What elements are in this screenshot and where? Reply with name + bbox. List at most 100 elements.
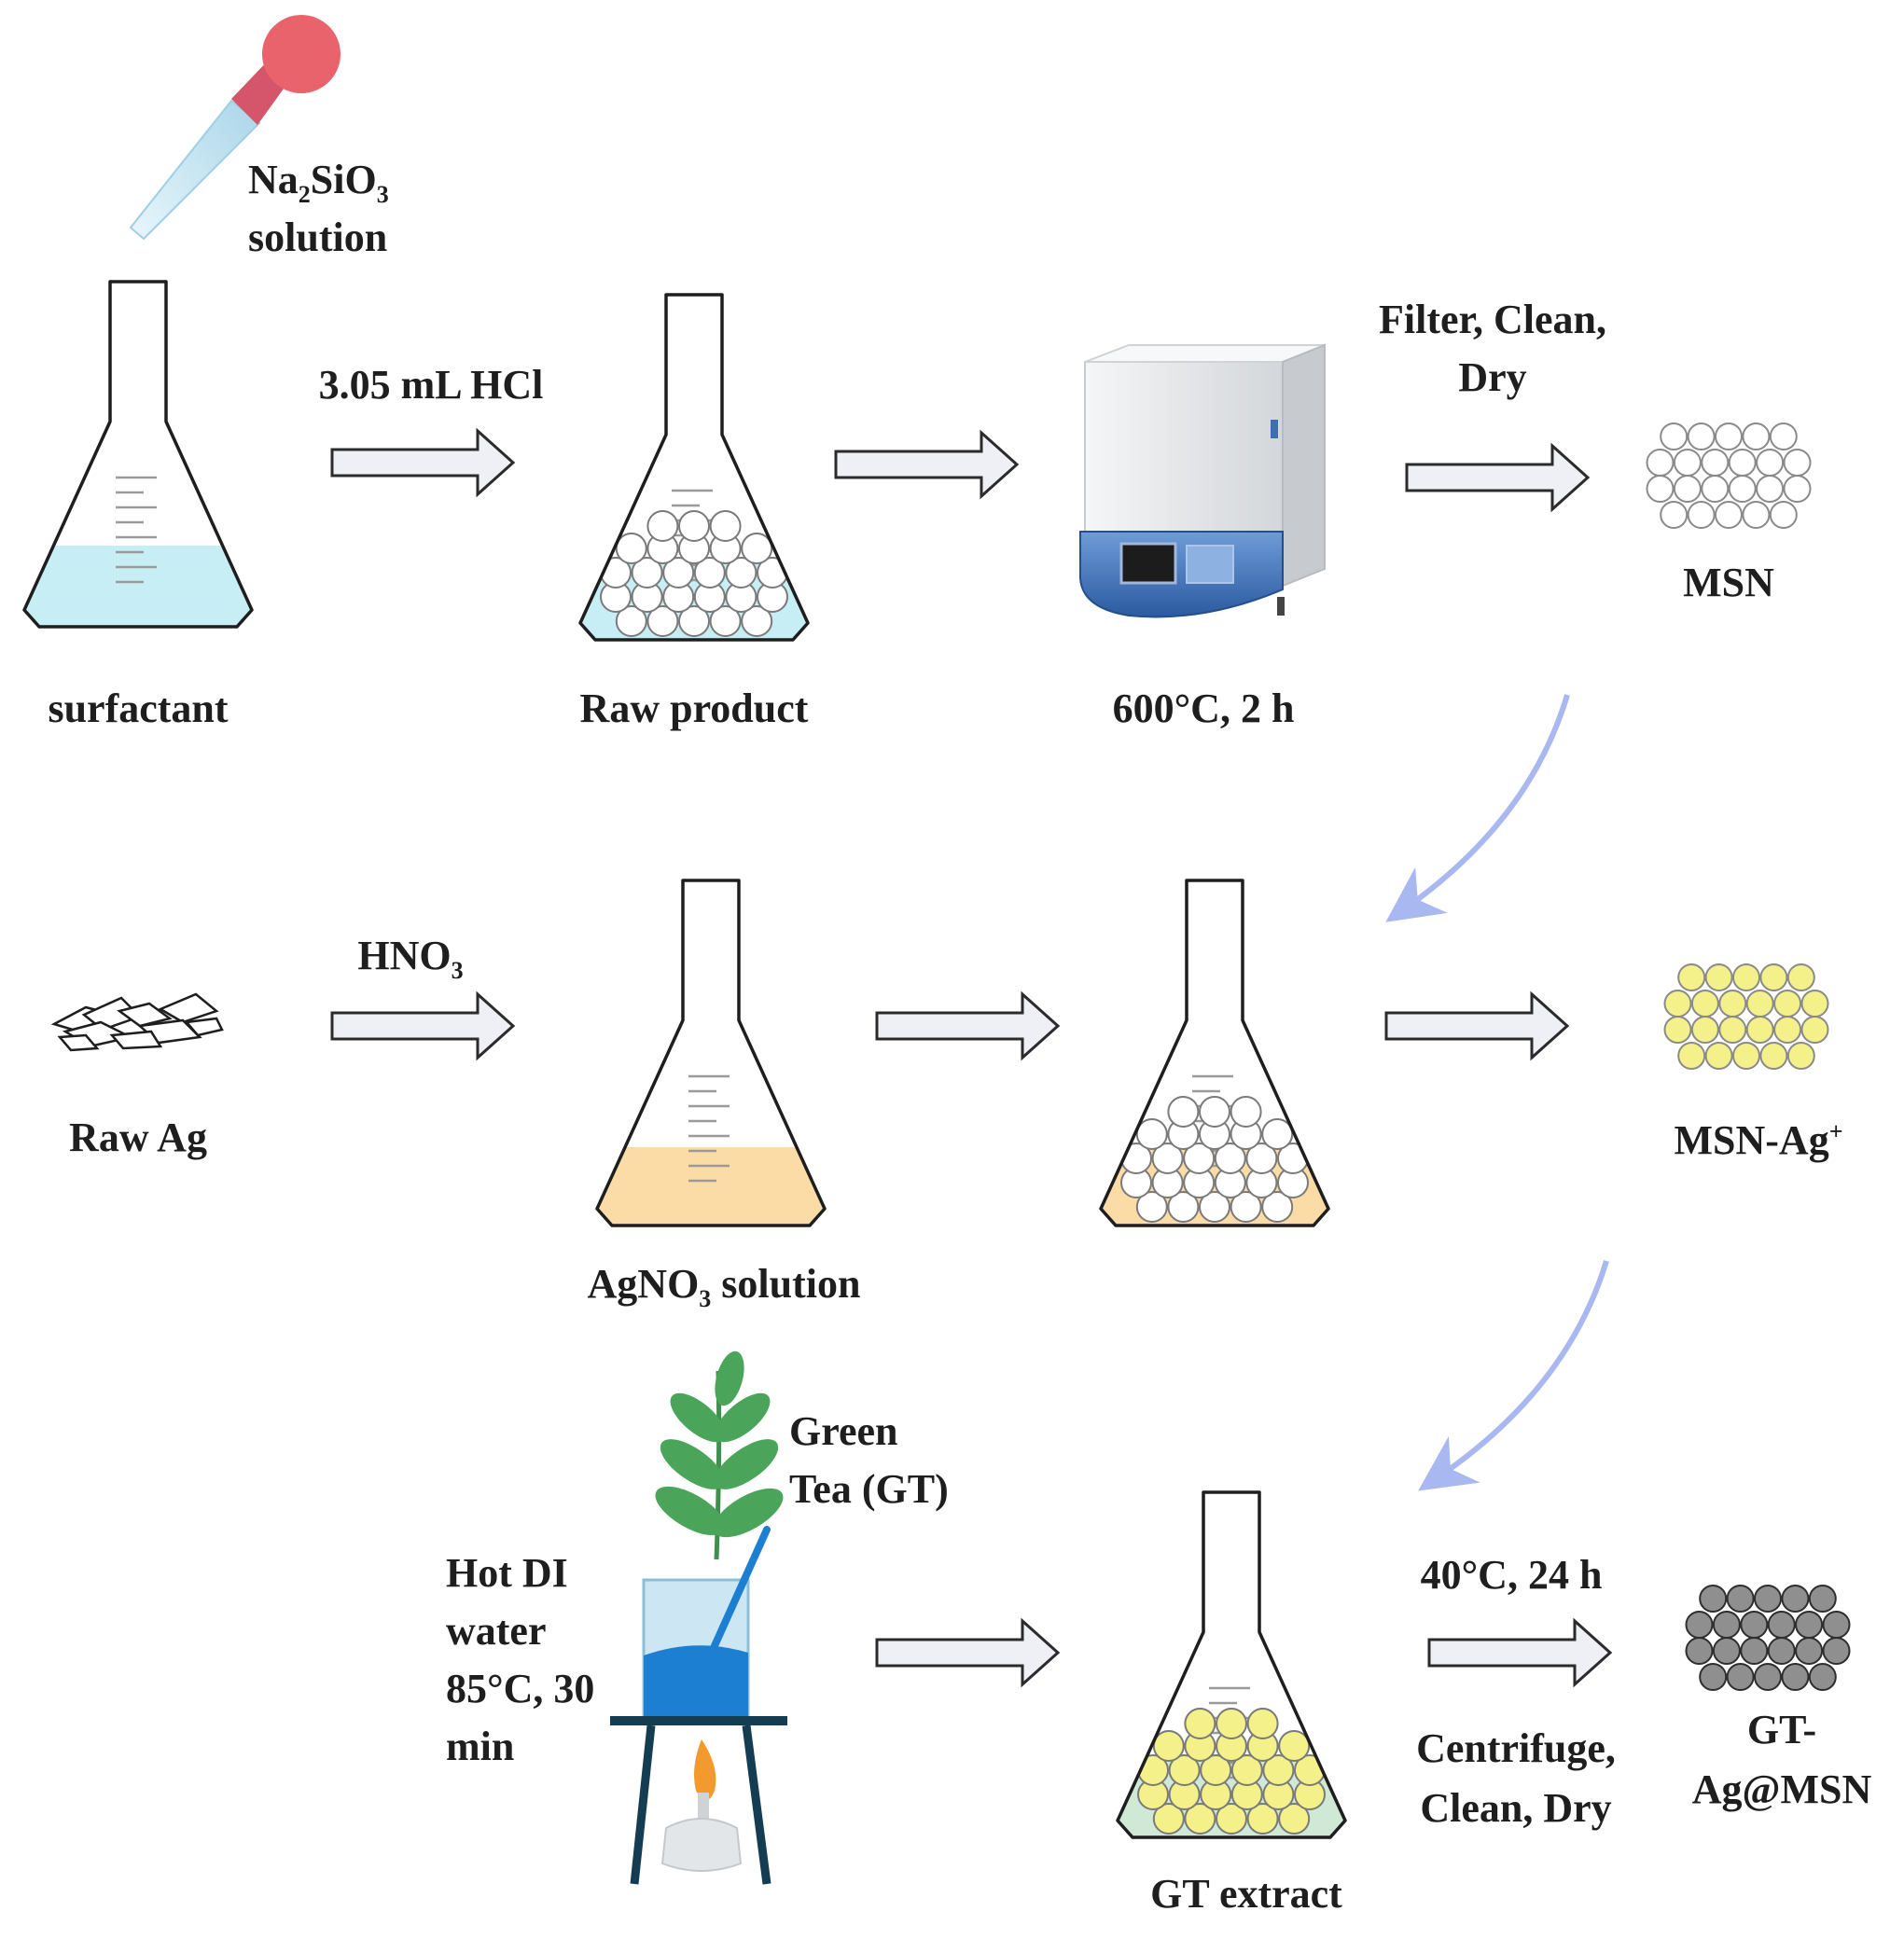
- centrifuge-label-line2: Clean, Dry: [1420, 1785, 1612, 1831]
- condition-40-label: 40°C, 24 h: [1420, 1552, 1603, 1598]
- raw-ag-flakes-icon: [50, 992, 224, 1052]
- msn-spheres: [1646, 422, 1812, 529]
- particle-sphere: [1715, 422, 1743, 450]
- particle-sphere: [1740, 1637, 1769, 1665]
- particle-sphere: [1822, 1637, 1851, 1665]
- particle-sphere: [1216, 1708, 1247, 1739]
- particle-sphere: [646, 510, 679, 542]
- hno3-label: HNO3: [357, 933, 464, 984]
- process-arrow: [875, 990, 1061, 1061]
- process-arrow: [1405, 442, 1591, 513]
- particle-sphere: [1800, 990, 1829, 1018]
- particle-sphere: [1261, 1118, 1294, 1150]
- msn-agno3-flask: [1099, 879, 1330, 1227]
- particle-sphere: [741, 605, 773, 637]
- particle-sphere: [1786, 963, 1815, 991]
- particle-sphere: [1246, 1708, 1279, 1739]
- particle-sphere: [1742, 501, 1771, 529]
- particle-sphere: [1663, 1016, 1692, 1044]
- particle-sphere: [631, 557, 663, 589]
- particle-sphere: [1783, 449, 1812, 477]
- particle-sphere: [1822, 1611, 1851, 1639]
- green-tea-label-line2: Tea (GT): [789, 1466, 949, 1512]
- particle-sphere: [1699, 1663, 1728, 1691]
- particle-sphere: [1712, 1637, 1741, 1665]
- particle-sphere: [1701, 449, 1730, 477]
- particle-sphere: [1151, 1143, 1184, 1174]
- process-arrow: [834, 429, 1020, 500]
- particle-sphere: [1663, 990, 1692, 1018]
- particle-sphere: [1216, 1803, 1247, 1835]
- particle-sphere: [1135, 1191, 1168, 1223]
- particle-sphere: [615, 533, 647, 564]
- particle-sphere: [646, 605, 679, 637]
- particle-sphere: [615, 605, 647, 637]
- particle-sphere: [1673, 449, 1702, 477]
- gt-extract-flask: [1116, 1490, 1347, 1839]
- particle-sphere: [1795, 1637, 1824, 1665]
- particle-sphere: [1184, 1708, 1216, 1739]
- particle-sphere: [1783, 475, 1812, 503]
- particle-sphere: [1759, 963, 1788, 991]
- particle-sphere: [1262, 1754, 1295, 1786]
- particle-sphere: [1167, 1191, 1200, 1223]
- particle-sphere: [1756, 449, 1785, 477]
- hot-water-label-line1: Hot DI: [446, 1550, 568, 1596]
- na2sio3-label: Na2SiO3: [248, 157, 389, 208]
- particle-sphere: [1673, 475, 1702, 503]
- hot-water-label-line2: water: [446, 1608, 547, 1654]
- product-spheres: [1685, 1585, 1851, 1691]
- filter-label-line1: Filter, Clean,: [1379, 297, 1606, 342]
- particle-sphere: [1699, 1585, 1728, 1613]
- particle-sphere: [1660, 422, 1689, 450]
- particle-sphere: [1781, 1663, 1810, 1691]
- particle-sphere: [1230, 1754, 1263, 1786]
- particle-sphere: [1701, 475, 1730, 503]
- process-arrow: [330, 990, 516, 1061]
- product-label-line1: GT-: [1746, 1707, 1817, 1752]
- particle-sphere: [1183, 1143, 1216, 1174]
- particle-sphere: [1732, 963, 1760, 991]
- raw-product-flask: [578, 293, 810, 642]
- surfactant-label: surfactant: [48, 686, 229, 731]
- particle-sphere: [1200, 1754, 1232, 1786]
- particle-sphere: [1781, 1585, 1810, 1613]
- particle-sphere: [678, 605, 710, 637]
- msn-ag-spheres: [1663, 963, 1829, 1070]
- hcl-label: 3.05 mL HCl: [318, 362, 544, 408]
- solution-label: solution: [248, 215, 388, 260]
- particle-sphere: [1704, 1042, 1733, 1070]
- dropper-icon: [129, 15, 340, 241]
- particle-sphere: [1769, 422, 1798, 450]
- particle-sphere: [662, 557, 695, 589]
- particle-sphere: [1769, 501, 1798, 529]
- particle-sphere: [1135, 1118, 1168, 1150]
- particle-sphere: [1756, 475, 1785, 503]
- particle-sphere: [693, 557, 726, 589]
- particle-sphere: [1245, 1143, 1278, 1174]
- raw-product-label: Raw product: [579, 686, 809, 731]
- hot-water-label-line4: min: [446, 1724, 515, 1769]
- particle-sphere: [709, 605, 742, 637]
- particle-sphere: [1685, 1637, 1714, 1665]
- particle-sphere: [1773, 1016, 1802, 1044]
- green-tea-label-line1: Green: [789, 1408, 898, 1454]
- particle-sphere: [725, 557, 757, 589]
- process-arrow: [1427, 1617, 1613, 1688]
- particle-sphere: [1726, 1585, 1755, 1613]
- furnace-icon: [1079, 343, 1329, 618]
- particle-sphere: [1199, 1096, 1230, 1128]
- particle-sphere: [1759, 1042, 1788, 1070]
- particle-sphere: [1740, 1611, 1769, 1639]
- particle-sphere: [1726, 1663, 1755, 1691]
- process-arrow: [875, 1617, 1061, 1688]
- particle-sphere: [1718, 990, 1747, 1018]
- particle-sphere: [1808, 1585, 1837, 1613]
- particle-sphere: [1773, 990, 1802, 1018]
- particle-sphere: [1168, 1754, 1201, 1786]
- particle-sphere: [1660, 501, 1689, 529]
- particle-sphere: [1786, 1042, 1815, 1070]
- particle-sphere: [1167, 1096, 1200, 1128]
- particle-sphere: [1712, 1611, 1741, 1639]
